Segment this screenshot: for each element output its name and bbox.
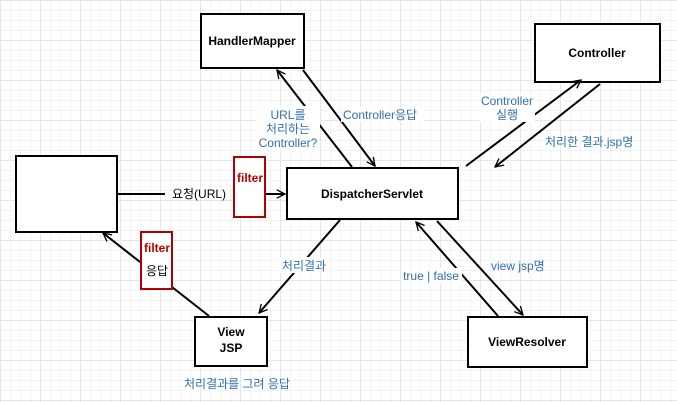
controller-label: Controller	[568, 46, 626, 60]
dispatcher-servlet-label: DispatcherServlet	[321, 187, 423, 201]
hm-query-label-line1: URL를	[270, 108, 305, 122]
view-jsp-name-edge: view jsp명	[436, 220, 545, 315]
hm-reply-label: Controller응답	[343, 108, 417, 122]
view-caption: 처리결과를 그려 응답	[184, 377, 290, 391]
view-resolver-label: ViewResolver	[488, 335, 566, 349]
handler-mapper-reply-edge: Controller응답	[302, 69, 424, 166]
controller-result-edge: 처리한 결과.jsp명	[495, 83, 633, 167]
view-jsp-label-line1: View	[217, 325, 245, 339]
handler-mapper-query-edge: URL를 처리하는 Controller?	[256, 70, 353, 168]
process-result-label: 처리결과	[282, 259, 326, 273]
controller-exec-edge: Controller 실행	[465, 80, 581, 167]
response-filter-label: filter	[144, 241, 170, 255]
request-filter-label: filter	[237, 171, 263, 185]
view-resolver-node: ViewResolver	[467, 316, 588, 368]
controller-node: Controller	[534, 23, 661, 83]
controller-exec-label-line2: 실행	[496, 107, 518, 122]
view-jsp-node: View JSP	[194, 316, 268, 367]
request-filter: filter	[233, 156, 266, 218]
hm-query-label-line3: Controller?	[259, 136, 318, 150]
controller-exec-label-line1: Controller	[481, 94, 533, 108]
response-filter: filter 응답	[140, 231, 173, 290]
view-jsp-name-label: view jsp명	[491, 259, 545, 273]
handler-mapper-label: HandlerMapper	[208, 34, 296, 48]
true-false-edge: true | false	[401, 222, 499, 317]
handler-mapper-node: HandlerMapper	[200, 13, 305, 69]
hm-query-label-line2: 처리하는	[266, 122, 310, 136]
process-result-edge: 처리결과	[259, 219, 341, 313]
view-jsp-label-line2: JSP	[220, 341, 243, 355]
response-label: 응답	[146, 264, 168, 278]
true-false-label: true | false	[403, 269, 459, 283]
controller-result-label: 처리한 결과.jsp명	[545, 135, 633, 149]
request-label: 요청(URL)	[172, 187, 226, 201]
client-node	[15, 155, 118, 233]
dispatcher-servlet-node: DispatcherServlet	[286, 167, 459, 220]
